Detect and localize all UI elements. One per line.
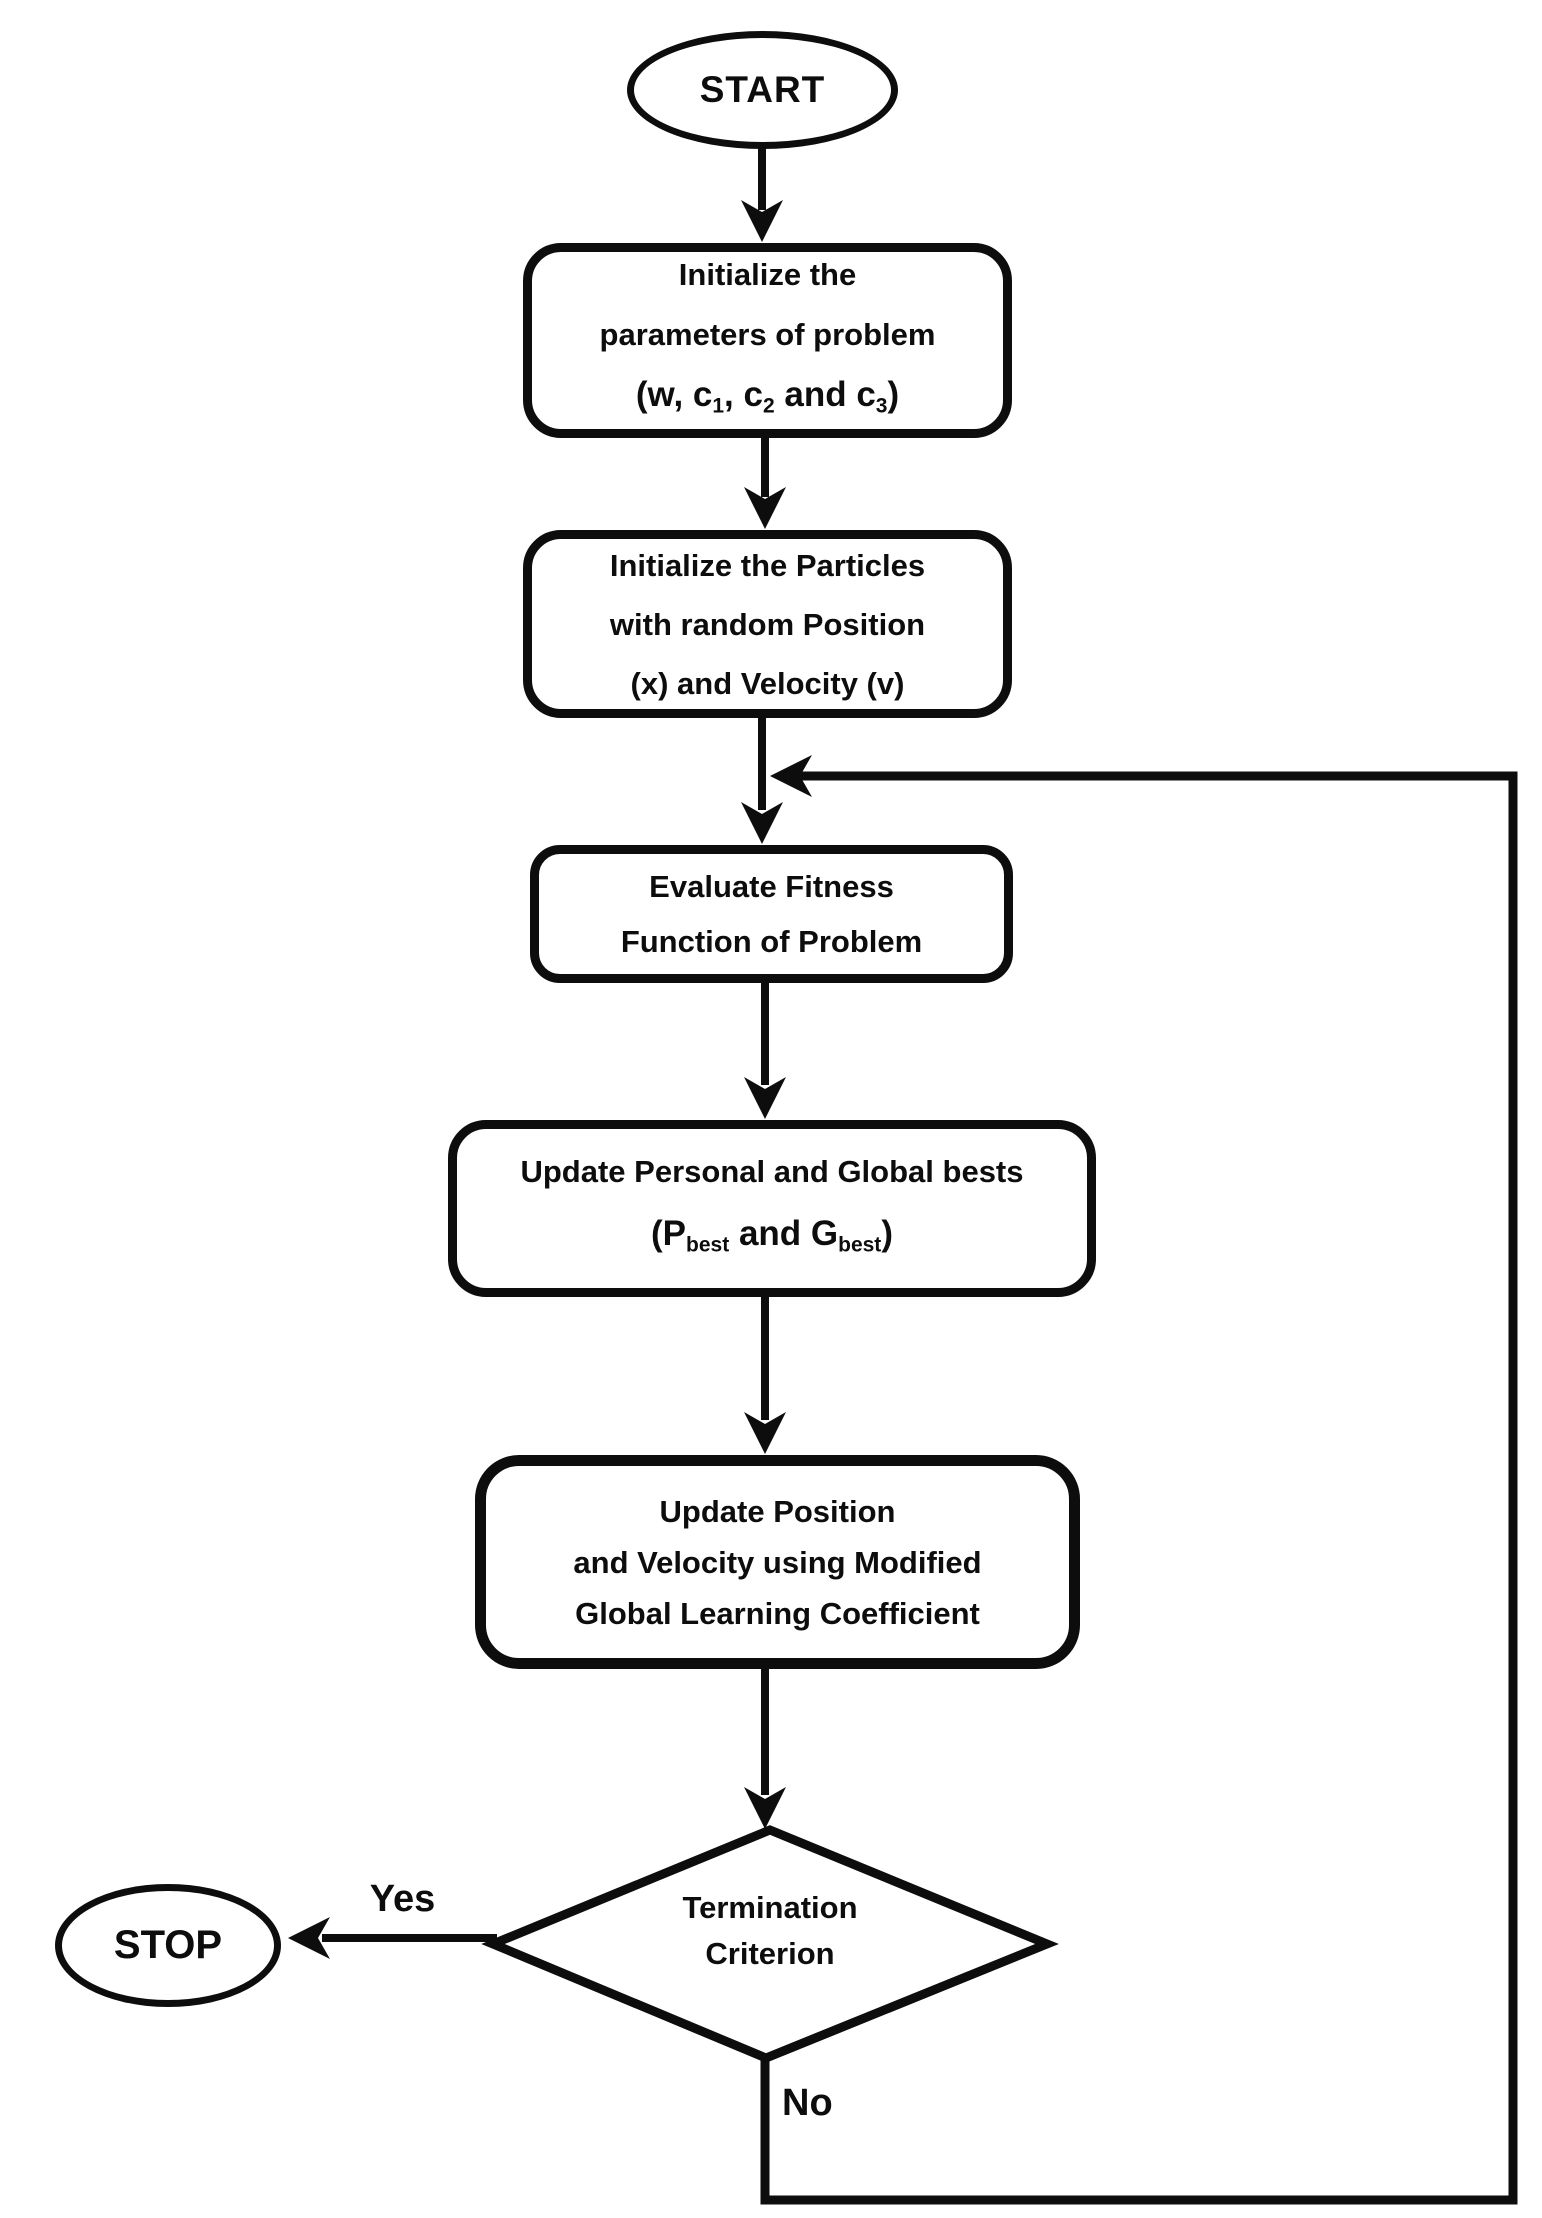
termination-line2: Criterion — [705, 1936, 835, 1971]
termination-label: Termination Criterion — [620, 1885, 920, 1977]
formula-text: ) — [881, 1213, 893, 1253]
arrowhead-stop — [288, 1917, 330, 1959]
no-branch-label: No — [782, 2082, 833, 2124]
formula-text: and G — [729, 1213, 839, 1253]
loop-back-line — [760, 771, 1518, 2205]
update-position-line2: and Velocity using Modified — [573, 1544, 982, 1580]
termination-diamond — [481, 1825, 1059, 2063]
formula-text: (w, c — [635, 374, 713, 414]
termination-line1: Termination — [682, 1890, 858, 1925]
formula-text: and c — [774, 374, 876, 414]
subscript-gbest: best — [838, 1233, 882, 1257]
update-bests-formula: (Pbest and Gbest) — [651, 1203, 893, 1276]
init-particles-box: Initialize the Particles with random Pos… — [523, 530, 1012, 718]
init-parameters-box: Initialize the parameters of problem (w,… — [523, 243, 1012, 438]
evaluate-fitness-line2: Function of Problem — [620, 924, 923, 959]
evaluate-fitness-box: Evaluate Fitness Function of Problem — [530, 845, 1013, 983]
stop-label: STOP — [113, 1923, 223, 1967]
arrowhead-update-bests — [744, 1077, 786, 1119]
arrowhead-init-params — [741, 200, 783, 242]
start-node: START — [627, 31, 898, 149]
yes-branch-label: Yes — [369, 1878, 436, 1920]
init-parameters-line2: parameters of problem — [599, 316, 936, 352]
init-parameters-formula: (w, c1, c2 and c3) — [636, 365, 899, 436]
update-position-line3: Global Learning Coefficient — [575, 1595, 980, 1631]
update-position-box: Update Position and Velocity using Modif… — [475, 1455, 1080, 1669]
start-label: START — [699, 69, 826, 110]
arrowhead-update-position — [744, 1412, 786, 1454]
init-particles-line3: (x) and Velocity (v) — [630, 665, 905, 701]
stop-node: STOP — [55, 1884, 281, 2007]
loop-back-arrowhead — [770, 755, 812, 797]
arrowhead-evaluate — [741, 802, 783, 844]
subscript-1: 1 — [712, 394, 725, 418]
update-position-line1: Update Position — [659, 1493, 896, 1529]
formula-text: (P — [651, 1213, 687, 1253]
arrowhead-termination — [744, 1787, 786, 1829]
formula-text: , c — [724, 374, 763, 414]
subscript-pbest: best — [686, 1233, 730, 1257]
init-particles-line2: with random Position — [609, 606, 926, 642]
arrowhead-init-particles — [744, 487, 786, 529]
init-parameters-line1: Initialize the — [678, 256, 857, 292]
update-bests-box: Update Personal and Global bests (Pbest … — [448, 1120, 1096, 1297]
subscript-3: 3 — [875, 394, 888, 418]
update-bests-line1: Update Personal and Global bests — [520, 1153, 1024, 1189]
formula-text: ) — [887, 374, 900, 414]
subscript-2: 2 — [762, 394, 775, 418]
init-particles-line1: Initialize the Particles — [609, 547, 926, 583]
evaluate-fitness-line1: Evaluate Fitness — [649, 869, 894, 904]
